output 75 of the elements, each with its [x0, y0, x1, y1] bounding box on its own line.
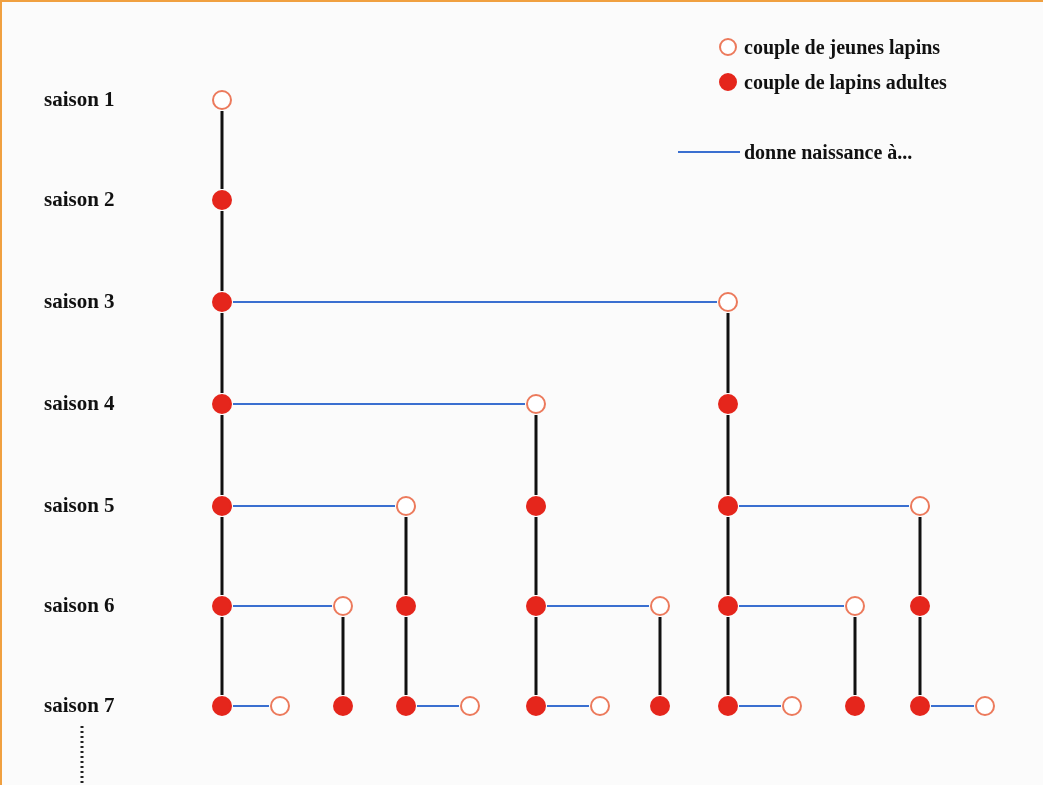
young-pair-circle: [718, 292, 738, 312]
adult-pair-dot: [212, 190, 232, 210]
season-label: saison 2: [44, 187, 115, 211]
adult-pair-dot: [845, 696, 865, 716]
season-label: saison 7: [44, 693, 115, 717]
lineage-line: [726, 313, 730, 393]
adult-pair-dot: [526, 596, 546, 616]
birth-line: [232, 301, 718, 303]
adult-pair-dot: [526, 696, 546, 716]
lineage-line: [726, 517, 730, 595]
young-pair-circle: [650, 596, 670, 616]
adult-pair-dot: [396, 596, 416, 616]
season-label: saison 4: [44, 391, 115, 415]
young-pair-circle: [460, 696, 480, 716]
season-label: saison 1: [44, 87, 115, 111]
young-pair-circle: [270, 696, 290, 716]
birth-line: [738, 505, 910, 507]
legend-text: donne naissance à...: [744, 140, 913, 164]
legend-text: couple de jeunes lapins: [744, 35, 941, 59]
lineage-line: [220, 111, 224, 189]
young-pair-circle: [782, 696, 802, 716]
adult-pair-dot: [212, 292, 232, 312]
lineage-line: [404, 517, 408, 595]
lineage-line: [918, 517, 922, 595]
lineage-line: [726, 415, 730, 495]
birth-line: [738, 605, 845, 607]
adult-pair-dot: [910, 596, 930, 616]
young-pair-circle: [910, 496, 930, 516]
birth-line: [232, 403, 526, 405]
young-pair-circle: [590, 696, 610, 716]
adult-pair-dot: [212, 394, 232, 414]
adult-pair-dot: [333, 696, 353, 716]
lineage-line: [726, 617, 730, 695]
birth-line: [546, 705, 590, 707]
season-label: saison 3: [44, 289, 115, 313]
young-pair-circle: [526, 394, 546, 414]
lineage-line: [534, 617, 538, 695]
legend-text: couple de lapins adultes: [744, 70, 947, 94]
adult-pair-dot: [910, 696, 930, 716]
season-label: saison 5: [44, 493, 115, 517]
young-pair-circle: [845, 596, 865, 616]
lineage-line: [220, 415, 224, 495]
lineage-line: [534, 517, 538, 595]
birth-line: [416, 705, 460, 707]
lineage-line: [220, 313, 224, 393]
lineage-line: [404, 617, 408, 695]
young-pair-circle: [333, 596, 353, 616]
birth-line: [232, 605, 333, 607]
lineage-line: [220, 211, 224, 291]
birth-line: [232, 505, 396, 507]
adult-pair-dot: [396, 696, 416, 716]
birth-line: [546, 605, 650, 607]
adult-pair-dot: [718, 496, 738, 516]
young-pair-circle: [396, 496, 416, 516]
adult-pair-dot: [526, 496, 546, 516]
adult-pair-dot: [718, 394, 738, 414]
adult-pair-dot: [650, 696, 670, 716]
lineage-line: [220, 617, 224, 695]
birth-line: [232, 705, 270, 707]
lineage-line: [220, 517, 224, 595]
lineage-line: [658, 617, 662, 695]
adult-pair-dot: [718, 596, 738, 616]
birth-line: [930, 705, 975, 707]
adult-pair-dot: [212, 696, 232, 716]
season-label: saison 6: [44, 593, 115, 617]
lineage-line: [534, 415, 538, 495]
lineage-line: [341, 617, 345, 695]
young-pair-circle: [212, 90, 232, 110]
birth-line: [738, 705, 782, 707]
lineage-line: [918, 617, 922, 695]
adult-pair-dot: [212, 596, 232, 616]
adult-pair-dot: [718, 696, 738, 716]
adult-pair-dot: [212, 496, 232, 516]
lineage-line: [853, 617, 857, 695]
young-pair-circle: [975, 696, 995, 716]
